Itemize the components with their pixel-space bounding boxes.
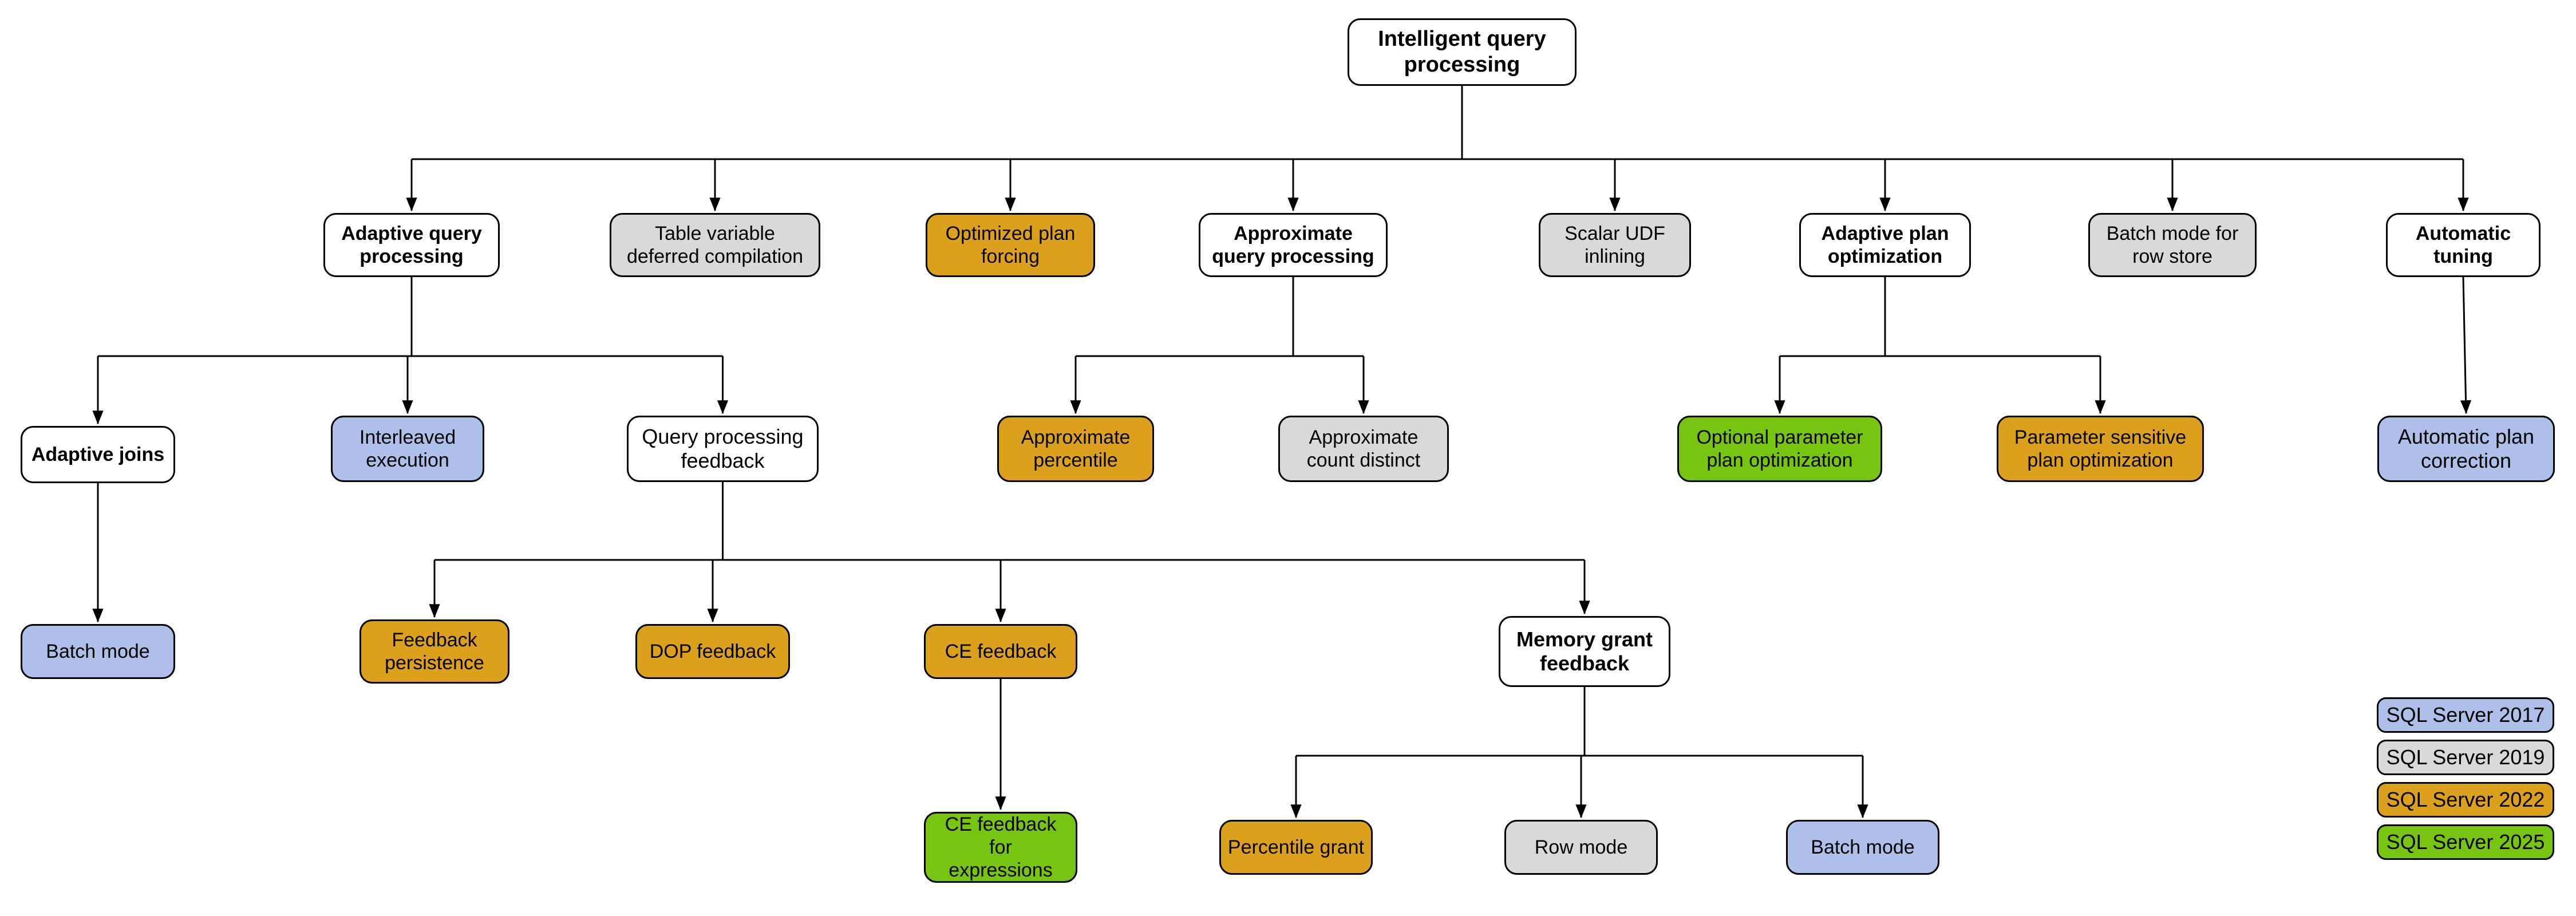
node-adjoins[interactable]: Adaptive joins bbox=[21, 426, 175, 483]
legend-item-sql-server-2022: SQL Server 2022 bbox=[2377, 782, 2554, 818]
node-cefbexpr[interactable]: CE feedback for expressions bbox=[924, 812, 1077, 883]
node-pctgrant[interactable]: Percentile grant bbox=[1219, 820, 1373, 875]
node-acd[interactable]: Approximate count distinct bbox=[1278, 416, 1449, 482]
node-aqp[interactable]: Adaptive query processing bbox=[323, 213, 500, 277]
node-cefb[interactable]: CE feedback bbox=[924, 624, 1077, 679]
node-apct[interactable]: Approximate percentile bbox=[997, 416, 1154, 482]
node-oppo[interactable]: Optional parameter plan optimization bbox=[1677, 416, 1882, 482]
node-mgf[interactable]: Memory grant feedback bbox=[1499, 616, 1670, 687]
node-udf[interactable]: Scalar UDF inlining bbox=[1539, 213, 1691, 277]
legend-item-sql-server-2019: SQL Server 2019 bbox=[2377, 740, 2554, 775]
node-fbpersist[interactable]: Feedback persistence bbox=[359, 619, 509, 684]
node-autotune[interactable]: Automatic tuning bbox=[2386, 213, 2541, 277]
node-appqp[interactable]: Approximate query processing bbox=[1199, 213, 1388, 277]
node-apc[interactable]: Automatic plan correction bbox=[2377, 416, 2555, 482]
legend-item-sql-server-2025: SQL Server 2025 bbox=[2377, 824, 2554, 860]
node-qpf[interactable]: Query processing feedback bbox=[627, 416, 819, 482]
node-dopfb[interactable]: DOP feedback bbox=[635, 624, 790, 679]
node-apo[interactable]: Adaptive plan optimization bbox=[1799, 213, 1971, 277]
node-batchmode1[interactable]: Batch mode bbox=[21, 624, 175, 679]
node-rowmode[interactable]: Row mode bbox=[1504, 820, 1658, 875]
legend-item-sql-server-2017: SQL Server 2017 bbox=[2377, 697, 2554, 733]
edge-autotune-to-apc bbox=[2460, 277, 2472, 414]
node-tvdc[interactable]: Table variable deferred compilation bbox=[610, 213, 820, 277]
node-batchmode2[interactable]: Batch mode bbox=[1786, 820, 1939, 875]
node-pspo[interactable]: Parameter sensitive plan optimization bbox=[1997, 416, 2204, 482]
node-root[interactable]: Intelligent query processing bbox=[1348, 18, 1577, 86]
node-interleaved[interactable]: Interleaved execution bbox=[331, 416, 484, 482]
node-bmrs[interactable]: Batch mode for row store bbox=[2088, 213, 2257, 277]
node-opf[interactable]: Optimized plan forcing bbox=[926, 213, 1095, 277]
